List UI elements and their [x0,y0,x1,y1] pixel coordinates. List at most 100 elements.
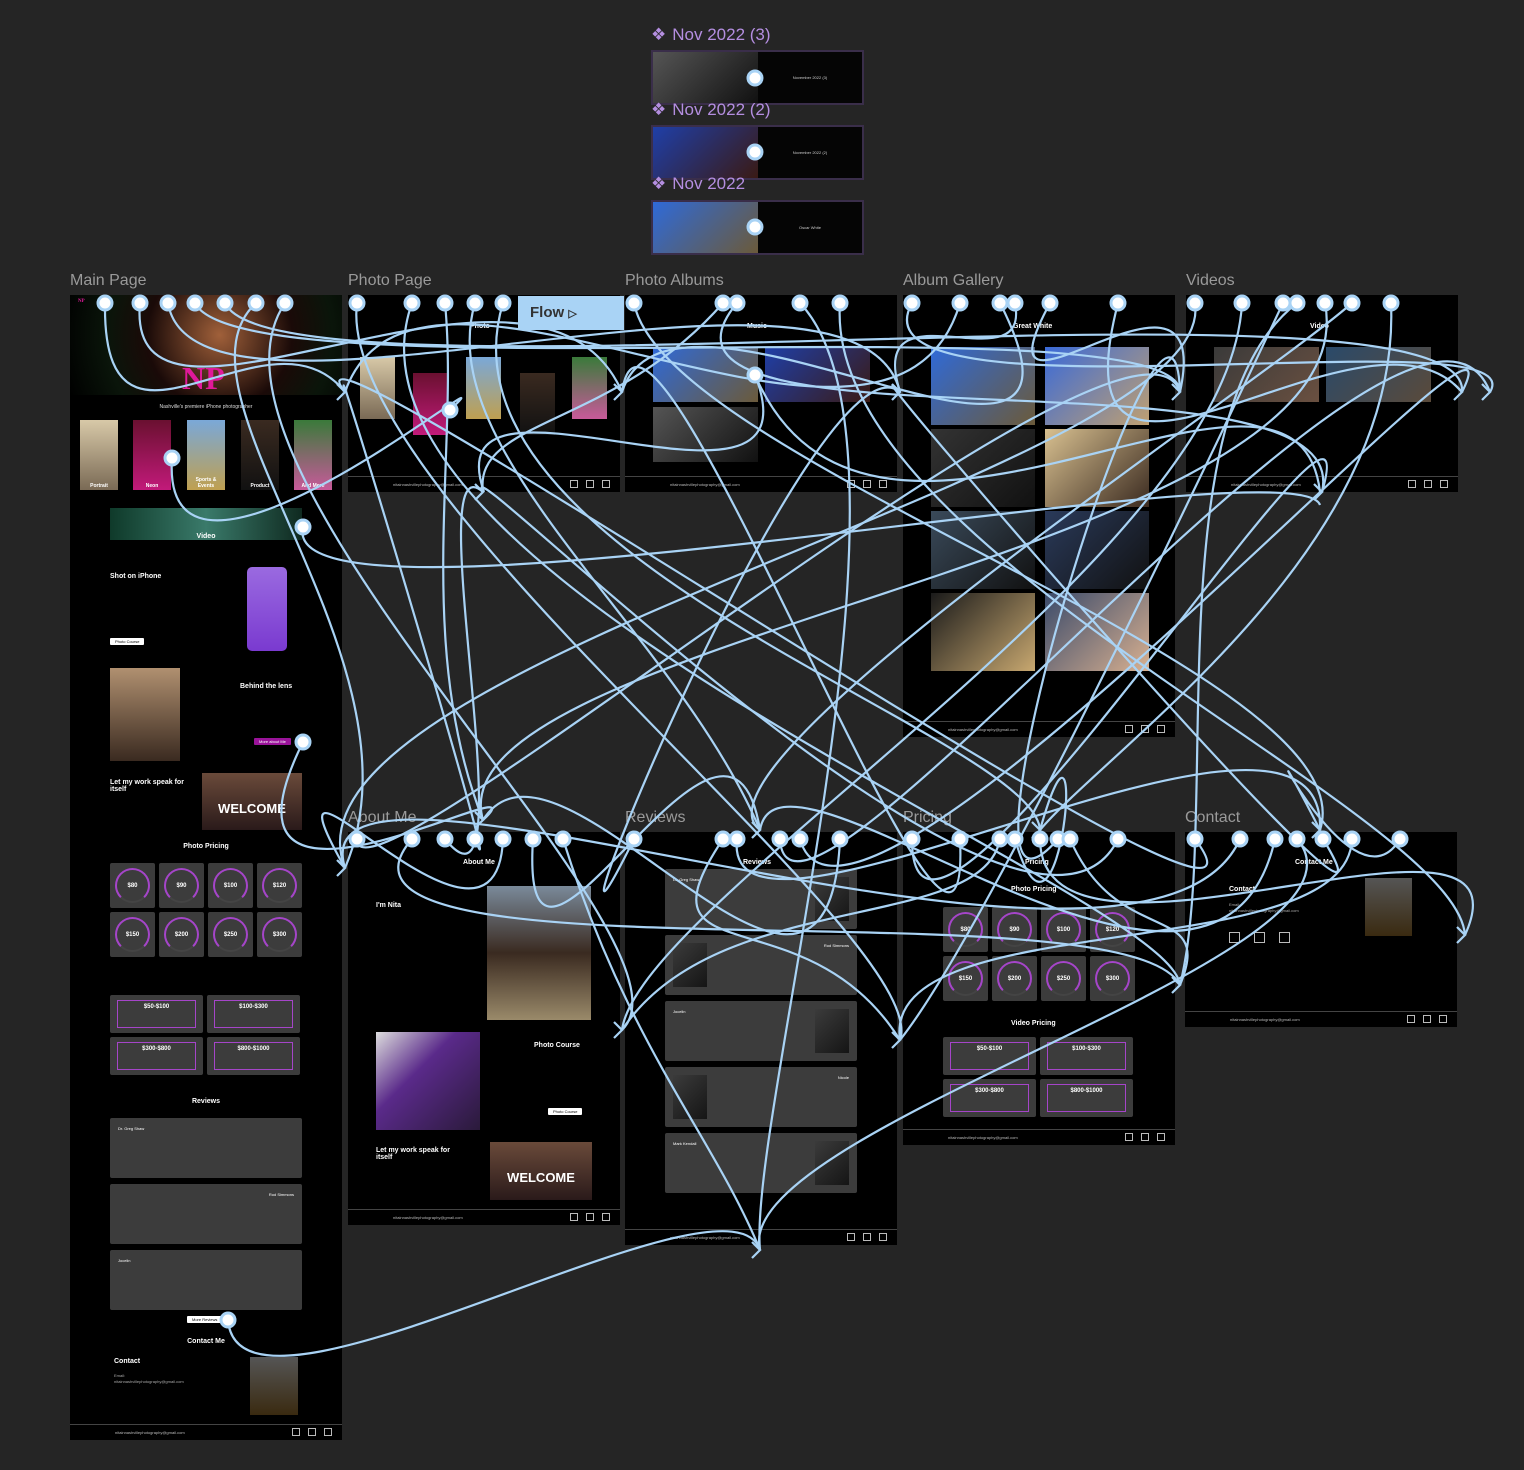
category-product[interactable] [241,420,279,490]
twitter-icon[interactable] [1423,1015,1431,1023]
frame-label-albums[interactable]: Photo Albums [625,272,724,289]
album-thumb[interactable] [765,347,870,402]
frame-about-me[interactable]: NP About Me I'm Nita Photo Course Photo … [348,832,620,1225]
gallery-photo[interactable] [931,347,1035,425]
component-nov-2022-2[interactable]: November 2022 (2) [651,125,864,180]
album-thumb[interactable] [653,347,758,402]
twitter-icon[interactable] [1141,725,1149,733]
video-price-card[interactable]: $100-$300 [1040,1037,1133,1075]
video-price-card[interactable]: $100-$300 [207,995,300,1033]
frame-album-gallery[interactable]: NP Great White nitainnashvillephotograph… [903,295,1175,737]
price-card[interactable]: $300 [257,912,302,957]
gallery-photo[interactable] [931,593,1035,671]
instagram-icon[interactable] [602,480,610,488]
instagram-icon[interactable] [1440,480,1448,488]
component-label[interactable]: ❖Nov 2022 [651,174,746,193]
facebook-icon[interactable] [1125,1133,1133,1141]
frame-videos[interactable]: NP Video nitainnashvillephotography@gmai… [1186,295,1458,492]
price-card[interactable]: $250 [208,912,253,957]
instagram-icon[interactable] [879,480,887,488]
video-price-card[interactable]: $50-$100 [110,995,203,1033]
component-label[interactable]: ❖Nov 2022 (3) [651,25,771,44]
video-price-card[interactable]: $300-$800 [943,1079,1036,1117]
price-card[interactable]: $80 [110,863,155,908]
price-card[interactable]: $200 [992,956,1037,1001]
frame-label-videos[interactable]: Videos [1186,272,1235,289]
category-portrait[interactable] [360,357,395,419]
frame-label-gallery[interactable]: Album Gallery [903,272,1004,289]
facebook-icon[interactable] [1407,1015,1415,1023]
instagram-icon[interactable] [1157,725,1165,733]
facebook-icon[interactable] [570,1213,578,1221]
category-neon[interactable] [133,420,171,490]
frame-label-pricing[interactable]: Pricing [903,809,952,826]
nav-logo[interactable]: NP [78,299,85,304]
gallery-photo[interactable] [1045,429,1149,507]
email-value[interactable]: nitainnashvillephotography@gmail.com [1229,908,1299,913]
mail-icon[interactable] [1279,932,1290,943]
frame-pricing[interactable]: NP Pricing Photo Pricing $80$90$100$120$… [903,832,1175,1145]
video-thumb[interactable] [1326,347,1431,402]
photo-course-button[interactable]: Photo Course [110,638,145,645]
gallery-photo[interactable] [1045,347,1149,425]
instagram-icon[interactable] [324,1428,332,1436]
price-card[interactable]: $150 [943,956,988,1001]
facebook-icon[interactable] [570,480,578,488]
category-portrait[interactable] [80,420,118,490]
gallery-photo[interactable] [931,429,1035,507]
frame-photo-albums[interactable]: NP Music nitainnashvillephotography@gmai… [625,295,897,492]
flow-starting-point[interactable]: Flow ▷ [518,296,624,330]
instagram-icon[interactable] [1157,1133,1165,1141]
twitter-icon[interactable] [1141,1133,1149,1141]
video-price-card[interactable]: $50-$100 [943,1037,1036,1075]
category-sports[interactable] [466,357,501,419]
price-card[interactable]: $150 [110,912,155,957]
component-nov-2022-3[interactable]: November 2022 (3) [651,50,864,105]
category-more[interactable] [294,420,332,490]
price-card[interactable]: $80 [943,907,988,952]
twitter-icon[interactable] [1424,480,1432,488]
frame-label-about[interactable]: About Me [348,809,417,826]
welcome-video[interactable]: WELCOME [202,773,302,830]
price-card[interactable]: $100 [1041,907,1086,952]
gallery-photo[interactable] [1045,593,1149,671]
facebook-icon[interactable] [292,1428,300,1436]
more-reviews-button[interactable]: More Reviews [187,1316,223,1323]
twitter-icon[interactable] [1254,932,1265,943]
more-about-me-button[interactable]: More about Me [254,738,291,745]
twitter-icon[interactable] [586,1213,594,1221]
frame-label-photo[interactable]: Photo Page [348,272,432,289]
twitter-icon[interactable] [586,480,594,488]
facebook-icon[interactable] [1125,725,1133,733]
category-neon[interactable] [413,373,448,435]
component-nov-2022[interactable]: Oscar White [651,200,864,255]
facebook-icon[interactable] [1408,480,1416,488]
facebook-icon[interactable] [847,1233,855,1241]
video-thumb[interactable] [1214,347,1319,402]
facebook-icon[interactable] [847,480,855,488]
frame-label-contact[interactable]: Contact [1185,809,1241,826]
video-price-card[interactable]: $800-$1000 [207,1037,300,1075]
price-card[interactable]: $120 [1090,907,1135,952]
email-value[interactable]: nitainnashvillephotography@gmail.com [114,1379,184,1384]
video-price-card[interactable]: $300-$800 [110,1037,203,1075]
category-product[interactable] [520,373,555,435]
instagram-icon[interactable] [879,1233,887,1241]
album-thumb[interactable] [653,407,758,462]
component-label[interactable]: ❖Nov 2022 (2) [651,100,771,119]
frame-label-reviews[interactable]: Reviews [625,809,686,826]
price-card[interactable]: $200 [159,912,204,957]
welcome-video[interactable]: WELCOME [490,1142,592,1200]
gallery-photo[interactable] [931,511,1035,589]
photo-course-button[interactable]: Photo Course [548,1108,583,1115]
frame-label-main[interactable]: Main Page [70,272,147,289]
instagram-icon[interactable] [1439,1015,1447,1023]
price-card[interactable]: $120 [257,863,302,908]
frame-main-page[interactable]: NP NP Nashville's premiere iPhone photog… [70,295,342,1440]
instagram-icon[interactable] [602,1213,610,1221]
price-card[interactable]: $100 [208,863,253,908]
price-card[interactable]: $90 [992,907,1037,952]
twitter-icon[interactable] [863,480,871,488]
video-price-card[interactable]: $800-$1000 [1040,1079,1133,1117]
